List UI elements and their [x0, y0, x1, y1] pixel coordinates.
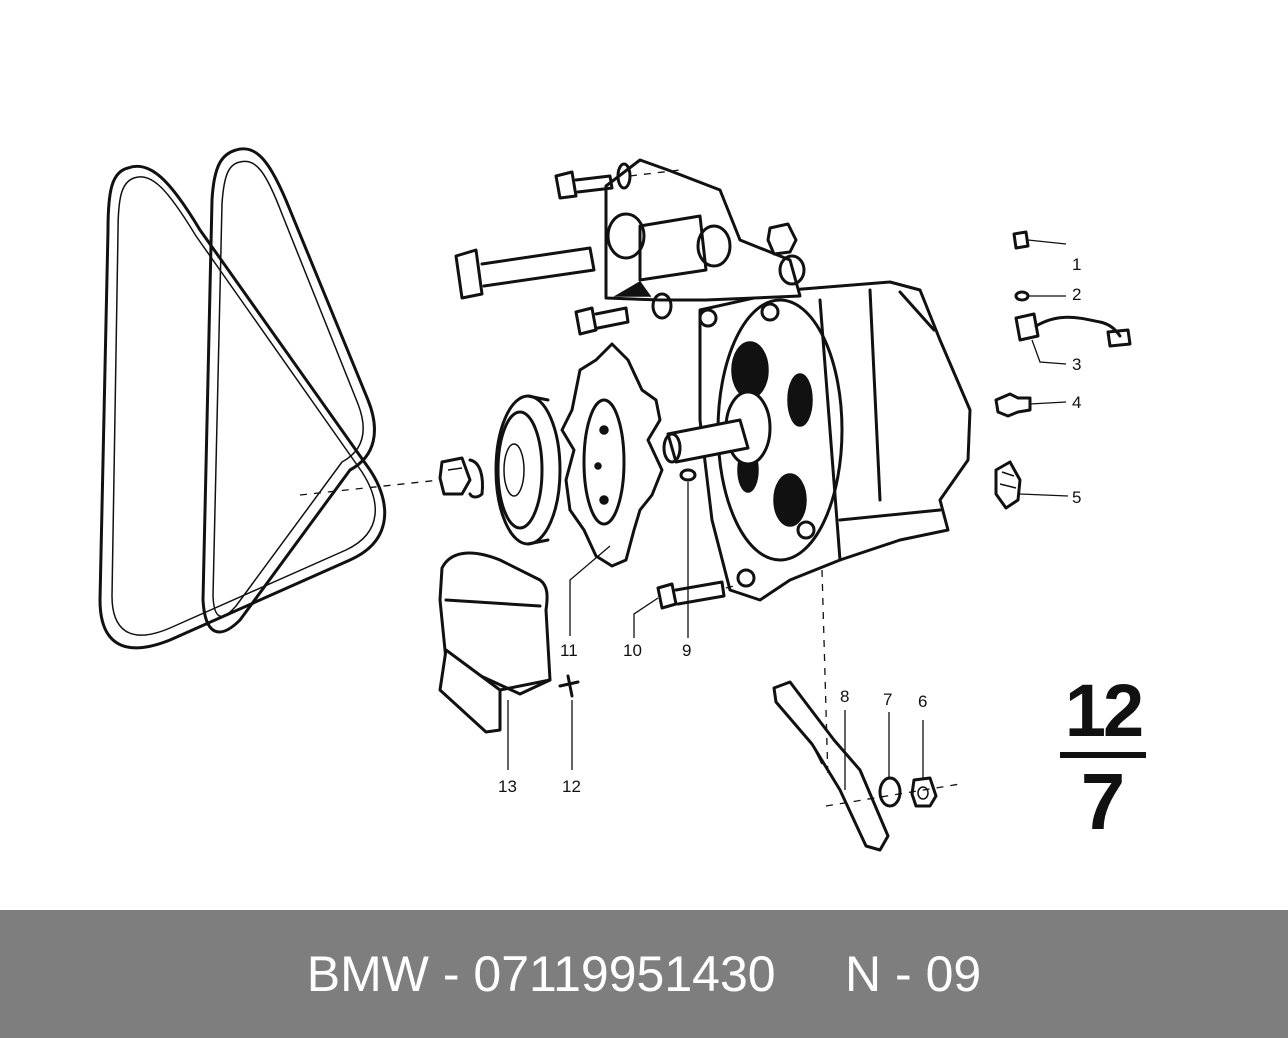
adjusting-washer	[878, 776, 902, 808]
leader-lines	[507, 239, 1069, 790]
group-divider	[1060, 752, 1146, 758]
v-belt-outer	[98, 164, 387, 650]
group-number: 12	[1064, 669, 1144, 752]
brush-screw	[1012, 230, 1030, 250]
pulley	[494, 394, 562, 546]
callout-11: 11	[560, 641, 578, 660]
subgroup-number: 7	[1080, 757, 1126, 846]
v-belt-inner	[201, 147, 376, 634]
grommet	[994, 392, 1032, 418]
callout-4: 4	[1072, 393, 1081, 412]
adjusting-nut	[910, 776, 938, 808]
callout-10: 10	[623, 641, 642, 660]
bracket-bolt-middle	[574, 292, 673, 336]
footer-part-number: BMW - 07119951430 N - 09	[306, 946, 982, 1002]
group-code: 12 7	[1060, 672, 1146, 842]
mounting-bracket	[604, 158, 802, 302]
callout-7: 7	[883, 690, 892, 709]
alternator-exploded-diagram: 1 2 3 4 5 6 7 8 9 10 11 12 12 13	[98, 147, 1132, 852]
voltage-regulator	[438, 551, 552, 734]
callout-12-upper: 12	[562, 777, 581, 796]
callout-1: 1	[1072, 255, 1081, 274]
callout-8: 8	[840, 687, 849, 706]
woodruff-key	[679, 468, 697, 482]
adjust-axis-line	[825, 783, 961, 807]
callout-3: 3	[1072, 355, 1081, 374]
bracket-nut-top	[766, 222, 806, 286]
center-axis-line	[299, 479, 441, 496]
cooling-fan	[560, 342, 664, 568]
mounting-bolt-lower	[656, 580, 743, 610]
terminal-cap	[994, 460, 1022, 510]
callout-13: 13	[498, 777, 517, 796]
footer-bar: BMW - 07119951430 N - 09	[0, 910, 1288, 1038]
regulator-screw	[558, 674, 580, 698]
shaft-washer	[468, 458, 484, 499]
callout-6: 6	[918, 692, 927, 711]
bracket-bolt-short	[554, 162, 681, 200]
brush-holder	[1014, 312, 1132, 348]
callout-9: 9	[682, 641, 691, 660]
callout-2: 2	[1072, 285, 1081, 304]
alternator-housing	[698, 280, 972, 602]
rotor-shaft	[662, 418, 750, 464]
shaft-nut	[438, 456, 472, 496]
brush-washer	[1014, 290, 1030, 302]
bracket-bolt-long	[454, 246, 596, 300]
adjusting-bracket	[772, 680, 890, 852]
callout-5: 5	[1072, 488, 1081, 507]
